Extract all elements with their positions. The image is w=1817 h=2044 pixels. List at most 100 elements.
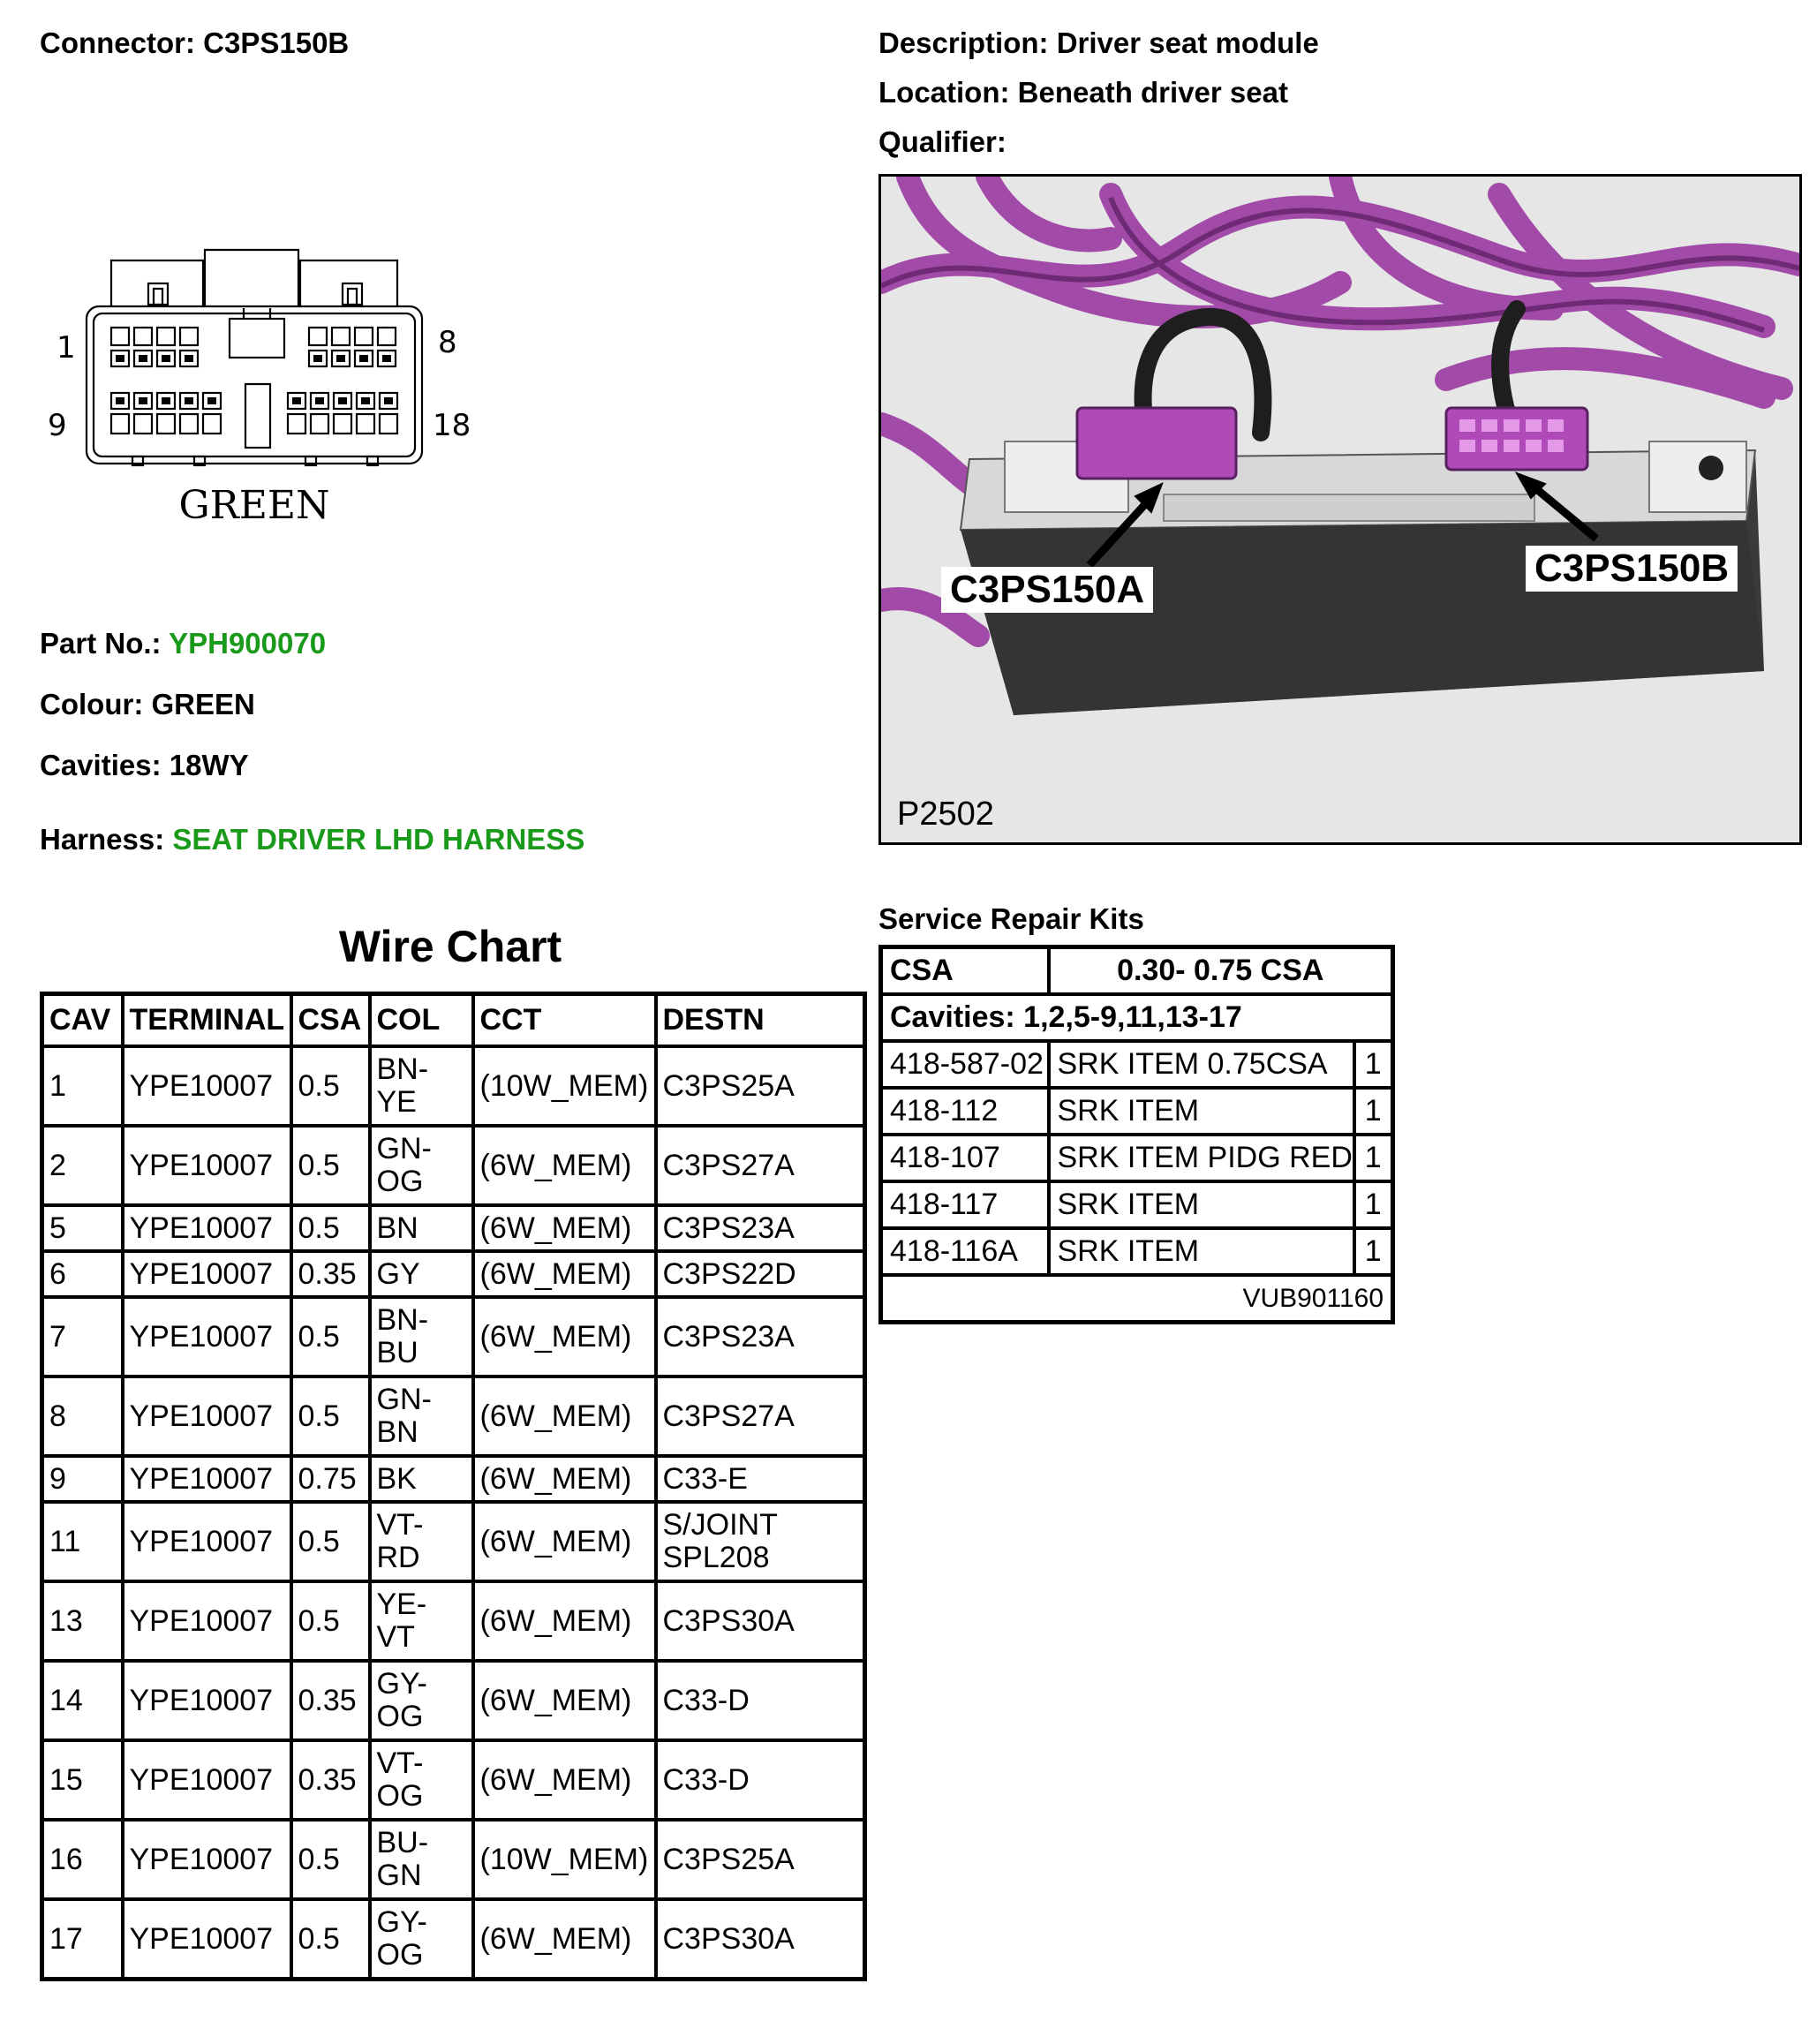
wire-cell-destn: C3PS30A	[653, 1580, 867, 1663]
wire-cell-cav: 11	[40, 1500, 124, 1583]
wire-cell-destn: C3PS25A	[653, 1045, 867, 1128]
wire-cell-csa: 0.5	[289, 1203, 372, 1253]
wire-cell-csa: 0.5	[289, 1897, 372, 1981]
colour-value: GREEN	[151, 688, 255, 720]
wire-cell-col: BU- GN	[367, 1818, 475, 1901]
colour-label: Colour:	[40, 688, 144, 720]
column-header-cav: CAV	[40, 992, 124, 1048]
cavities-line: Cavities: 18WY	[40, 749, 249, 782]
wire-cell-col: YE- VT	[367, 1580, 475, 1663]
wire-cell-csa: 0.5	[289, 1045, 372, 1128]
wire-cell-terminal: YPE10007	[120, 1249, 293, 1299]
cavities-label: Cavities:	[40, 749, 162, 781]
wire-cell-col: BN- BU	[367, 1295, 475, 1378]
wire-cell-cct: (10W_MEM)	[471, 1045, 658, 1128]
wire-cell-cav: 7	[40, 1295, 124, 1378]
wire-cell-cct: (6W_MEM)	[471, 1580, 658, 1663]
connector-label: Connector:	[40, 26, 195, 59]
harness-line: Harness: SEAT DRIVER LHD HARNESS	[40, 823, 584, 856]
wire-cell-col: GN- BN	[367, 1375, 475, 1458]
connector-colour-caption: GREEN	[178, 483, 329, 528]
service-kit-number-row: VUB901160	[878, 1273, 1395, 1324]
wire-cell-col: BN	[367, 1203, 475, 1253]
connector-face-diagram: 1 8 9 18 GREEN	[48, 248, 471, 528]
wire-cell-destn: C33-D	[653, 1739, 867, 1821]
wire-cell-destn: C33-D	[653, 1659, 867, 1742]
wire-cell-destn: C33-E	[653, 1454, 867, 1504]
wire-cell-csa: 0.5	[289, 1375, 372, 1458]
wire-cell-csa: 0.5	[289, 1295, 372, 1378]
wire-cell-cct: (6W_MEM)	[471, 1500, 658, 1583]
qualifier-label: Qualifier:	[878, 125, 1007, 158]
service-kit-quantity: 1	[1352, 1226, 1395, 1277]
photo-reference: P2502	[897, 796, 994, 833]
service-kit-part-number: 418-117	[878, 1180, 1051, 1230]
service-kit-quantity: 1	[1352, 1039, 1395, 1090]
wire-cell-cav: 15	[40, 1739, 124, 1821]
service-kit-part-number: 418-112	[878, 1086, 1051, 1136]
service-kit-part-number: 418-107	[878, 1133, 1051, 1183]
wire-cell-terminal: YPE10007	[120, 1045, 293, 1128]
service-kits-csa-label: CSA	[878, 945, 1051, 996]
wire-cell-terminal: YPE10007	[120, 1818, 293, 1901]
wire-cell-col: BN- YE	[367, 1045, 475, 1128]
location-value: Beneath driver seat	[1017, 76, 1288, 109]
service-kit-number: VUB901160	[878, 1273, 1395, 1324]
service-kit-quantity: 1	[1352, 1133, 1395, 1183]
harness-label: Harness:	[40, 823, 165, 856]
column-header-cct: CCT	[471, 992, 658, 1048]
wire-cell-terminal: YPE10007	[120, 1454, 293, 1504]
service-kits-cavities-row: Cavities: 1,2,5-9,11,13-17	[878, 992, 1395, 1043]
wire-cell-cct: (6W_MEM)	[471, 1375, 658, 1458]
service-kit-description: SRK ITEM	[1046, 1226, 1356, 1277]
wire-cell-cav: 1	[40, 1045, 124, 1128]
wire-cell-destn: C3PS23A	[653, 1203, 867, 1253]
service-kits-table: CSA 0.30- 0.75 CSA Cavities: 1,2,5-9,11,…	[878, 945, 1396, 1324]
wire-cell-terminal: YPE10007	[120, 1580, 293, 1663]
wire-cell-terminal: YPE10007	[120, 1739, 293, 1821]
service-kit-part-number: 418-116A	[878, 1226, 1051, 1277]
column-header-csa: CSA	[289, 992, 372, 1048]
wire-cell-csa: 0.35	[289, 1249, 372, 1299]
location-photo: C3PS150A C3PS150B P2502	[878, 174, 1802, 845]
wire-cell-col: VT- OG	[367, 1739, 475, 1821]
wire-cell-terminal: YPE10007	[120, 1659, 293, 1742]
wire-cell-col: GN- OG	[367, 1124, 475, 1207]
qualifier-line: Qualifier:	[878, 125, 1007, 159]
wire-cell-terminal: YPE10007	[120, 1375, 293, 1458]
harness-link[interactable]: SEAT DRIVER LHD HARNESS	[172, 823, 585, 856]
wire-cell-cct: (6W_MEM)	[471, 1454, 658, 1504]
wire-cell-cav: 6	[40, 1249, 124, 1299]
wire-cell-csa: 0.5	[289, 1500, 372, 1583]
wire-cell-destn: C3PS22D	[653, 1249, 867, 1299]
wire-cell-destn: C3PS25A	[653, 1818, 867, 1901]
wire-cell-csa: 0.5	[289, 1124, 372, 1207]
location-label: Location:	[878, 76, 1010, 109]
pin-label-9: 9	[48, 408, 67, 443]
wire-cell-destn: S/JOINT SPL208	[653, 1500, 867, 1583]
pin-label-1: 1	[57, 330, 76, 366]
wire-cell-terminal: YPE10007	[120, 1124, 293, 1207]
wire-cell-destn: C3PS30A	[653, 1897, 867, 1981]
wire-cell-col: GY- OG	[367, 1897, 475, 1981]
wire-cell-csa: 0.75	[289, 1454, 372, 1504]
wire-cell-csa: 0.5	[289, 1580, 372, 1663]
wire-cell-cav: 9	[40, 1454, 124, 1504]
cavities-value: 18WY	[169, 749, 249, 781]
service-kit-description: SRK ITEM	[1046, 1086, 1356, 1136]
photo-callout-c3ps150a: C3PS150A	[941, 567, 1154, 614]
colour-line: Colour: GREEN	[40, 688, 255, 721]
part-no-link[interactable]: YPH900070	[169, 627, 327, 660]
wire-cell-destn: C3PS23A	[653, 1295, 867, 1378]
wire-cell-col: GY- OG	[367, 1659, 475, 1742]
